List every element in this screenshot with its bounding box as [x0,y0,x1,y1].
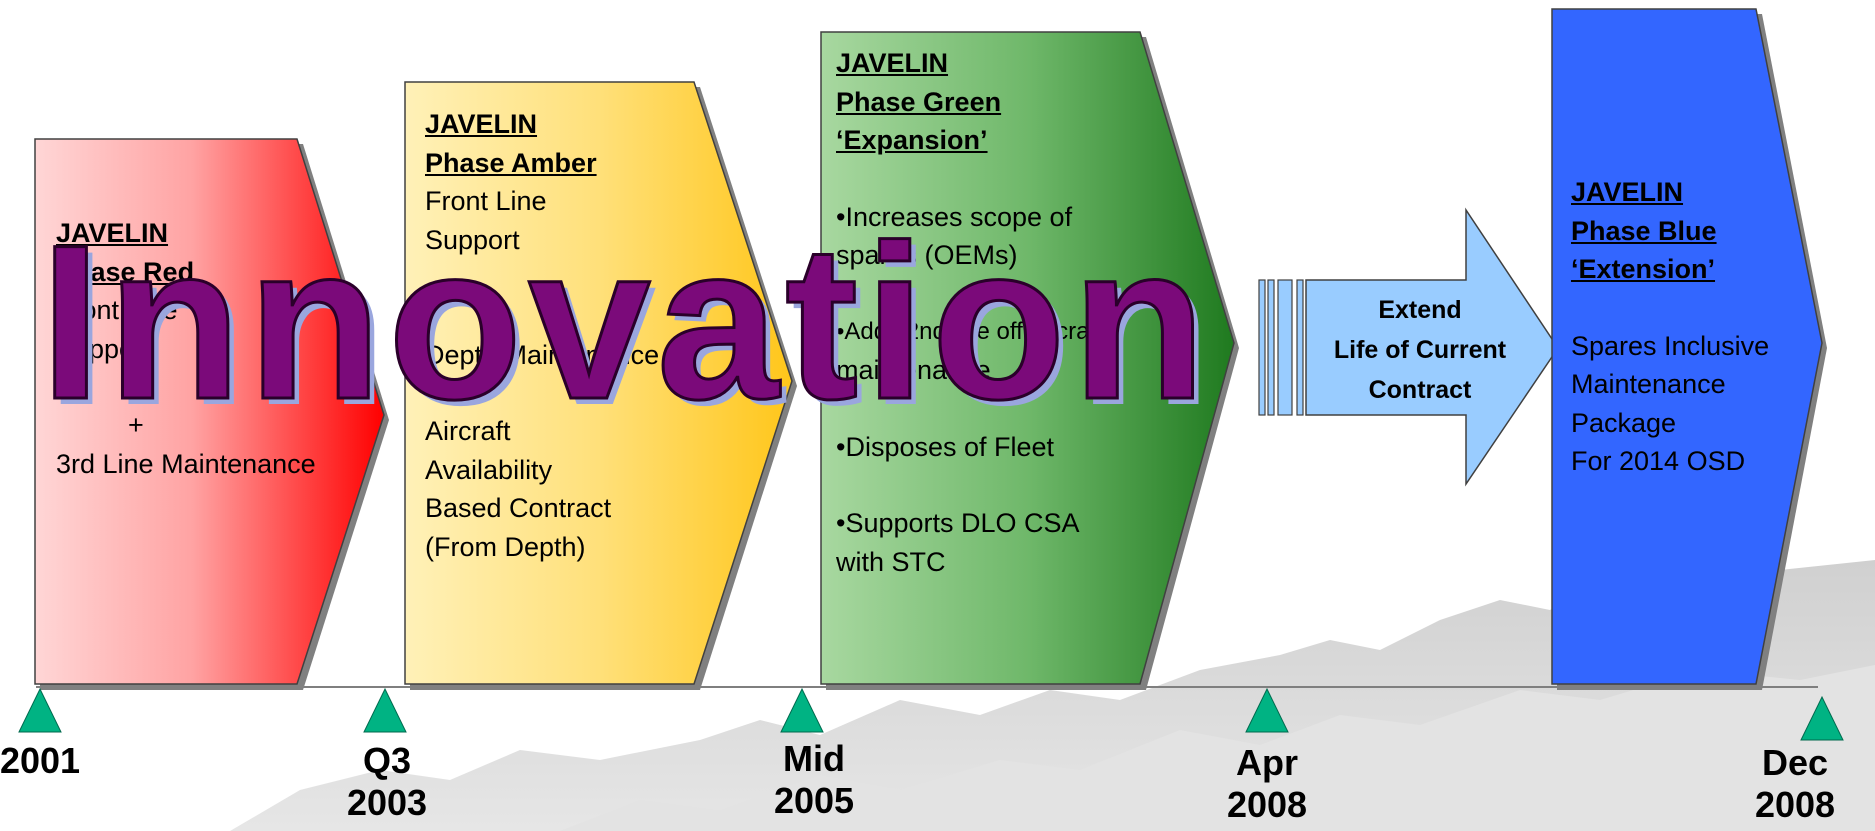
phase-green-line-2: spares (OEMs) [836,240,1018,270]
phase-amber-line-6: Depth Maintenance [425,339,660,370]
milestone-label-q3-2003: Q3 2003 [312,740,462,824]
milestone-apr-2008-line-1: Apr [1236,742,1298,783]
phase-amber-title-2: Phase Amber [425,147,597,178]
milestone-2001-line-1: 2001 [0,740,81,781]
phase-red-line-1: Front Line [56,295,178,325]
milestone-label-mid-2005: Mid 2005 [739,738,889,822]
phase-green-title-1: JAVELIN [836,48,949,78]
phase-red-shape [34,138,389,690]
phase-blue-line-3: Maintenance [1571,369,1726,399]
phase-red-line-5: 3rd Line Maintenance [56,448,316,479]
phase-green-line-8 [836,466,1236,504]
milestone-label-dec-2008: Dec 2008 [1720,742,1870,826]
phase-green-line-1: •Increases scope of [836,201,1073,232]
phase-amber-text: JAVELIN Phase Amber Front Line Support +… [425,105,755,566]
phase-green-shape [820,31,1239,690]
milestone-marker-apr-2008 [1245,687,1289,733]
phase-amber-line-2: Support [425,224,520,255]
phase-green-text: JAVELIN Phase Green ‘Expansion’ •Increas… [836,44,1236,581]
phase-amber-line-11: (From Depth) [425,531,586,562]
extend-line-2: Life of Current [1333,336,1507,364]
phase-blue-title-2: Phase Blue [1571,215,1717,246]
phase-blue-line-2: Spares Inclusive [1571,330,1770,361]
phase-amber-line-9: Availability [425,454,553,485]
phase-green-line-9: •Supports DLO CSA [836,508,1080,538]
milestone-dec-2008-line-2: 2008 [1754,784,1836,825]
phase-blue-title-1: JAVELIN [1571,177,1684,207]
phase-amber-line-1: Front Line [425,186,547,216]
extend-line-3: Contract [1368,376,1472,404]
milestone-marker-q3-2003 [363,687,407,733]
innovation-wordart: Innovation [39,199,1213,445]
phase-amber-line-10: Based Contract [425,493,612,523]
milestone-label-2001: 2001 [0,740,115,782]
milestone-marker-2001 [18,687,62,733]
milestone-mid-2005-line-2: 2005 [773,780,855,821]
extend-line-1: Extend [1378,296,1462,324]
phase-green-line-10: with STC [836,546,946,577]
phase-green-title-2: Phase Green [836,86,1002,117]
phase-green-line-0 [836,160,1236,198]
phase-green-title-3: ‘Expansion’ [836,125,988,155]
phase-blue-line-4: Package [1571,407,1677,438]
phase-red-text: JAVELIN Phase Red Front Line Support + 3… [56,214,376,483]
terrain-ridge [560,665,1875,831]
phase-red-title-2: Phase Red [56,256,195,287]
phase-red-line-2: Support [56,333,151,364]
phase-red-line-4: + [128,410,144,440]
milestone-marker-dec-2008 [1800,695,1844,741]
phase-blue-title-3: ‘Extension’ [1571,254,1716,284]
phase-blue-line-5: For 2014 OSD [1571,446,1746,476]
phase-blue-shape [1551,8,1827,690]
milestone-q3-2003-line-2: 2003 [346,782,428,823]
phase-green-line-5: maintenance [836,355,991,385]
phase-amber-line-4: + [485,301,501,331]
extend-text: Extend Life of Current Contract [1290,290,1550,410]
milestone-marker-mid-2005 [780,687,824,733]
phase-amber-shape [404,81,797,690]
phase-amber-line-8: Aircraft [425,416,511,446]
milestone-dec-2008-line-1: Dec [1761,742,1829,783]
milestone-q3-2003-line-1: Q3 [362,740,412,781]
phase-blue-text: JAVELIN Phase Blue ‘Extension’ Spares In… [1571,173,1811,481]
milestone-apr-2008-line-2: 2008 [1226,784,1308,825]
phase-amber-title-1: JAVELIN [425,109,538,139]
milestone-mid-2005-line-1: Mid [783,738,845,779]
phase-red-title-1: JAVELIN [56,218,169,248]
extend-arrow [1258,207,1559,487]
phase-green-line-7: •Disposes of Fleet [836,431,1055,462]
milestone-label-apr-2008: Apr 2008 [1192,742,1342,826]
phase-green-line-4: •Adds 2nd line off aircraft [836,317,1103,345]
